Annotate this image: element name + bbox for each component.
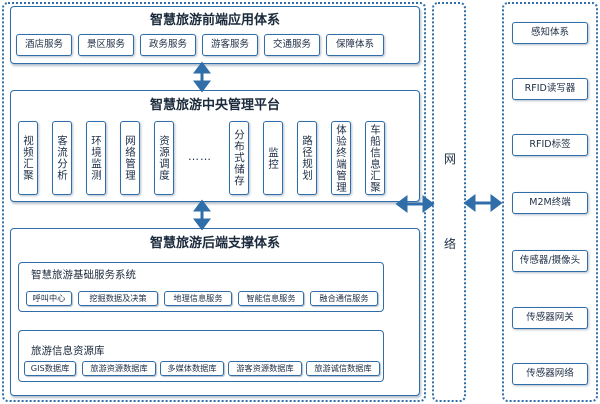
basic-item-geo-info: 地理信息服务 (164, 291, 232, 306)
perception-item-sensor-camera: 传感器/摄像头 (512, 250, 588, 272)
basic-service-title: 智慧旅游基础服务系统 (31, 269, 136, 281)
arrow-central-back (193, 199, 211, 231)
network-label-char2: 络 (444, 237, 457, 251)
front-item-tourist: 游客服务 (202, 34, 258, 56)
resource-item-multimedia: 多媒体数据库 (160, 361, 224, 376)
perception-item-sensor-net: 传感器网络 (512, 363, 588, 385)
front-system-title: 智慧旅游前端应用体系 (149, 13, 280, 28)
central-item-video: 视频汇聚 (18, 121, 38, 195)
perception-item-gateway: 传感器网关 (512, 307, 588, 329)
arrow-front-central (193, 61, 211, 93)
resource-item-visitor: 游客资源数据库 (228, 361, 302, 376)
front-item-scenic: 景区服务 (78, 34, 134, 56)
resource-item-tourism: 旅游资源数据库 (82, 361, 156, 376)
resource-item-gis: GIS数据库 (24, 361, 76, 376)
arrow-left-network (395, 195, 435, 213)
central-platform-box: 智慧旅游中央管理平台 (10, 90, 420, 202)
basic-item-call-center: 呼叫中心 (26, 291, 72, 306)
arrow-network-perception (463, 194, 503, 212)
central-item-vehicle: 车船信息汇聚 (365, 121, 385, 195)
perception-item-m2m: M2M终端 (512, 192, 588, 214)
central-item-resource: 资源调度 (154, 121, 174, 195)
central-platform-title: 智慧旅游中央管理平台 (149, 98, 280, 113)
central-item-terminal: 体验终端管理 (331, 121, 351, 195)
network-label-char1: 网 (444, 152, 457, 166)
front-item-transport: 交通服务 (264, 34, 320, 56)
central-item-monitor: 监控 (263, 121, 283, 195)
front-item-guarantee: 保障体系 (326, 34, 384, 56)
perception-item-rfid-reader: RFID读写器 (512, 78, 588, 100)
central-item-route: 路径规划 (297, 121, 317, 195)
perception-dashed-container (502, 2, 598, 402)
basic-item-data-mining: 挖掘数据及决策 (78, 291, 158, 306)
central-ellipsis: …… (188, 150, 212, 163)
back-system-title: 智慧旅游后端支撑体系 (149, 236, 280, 251)
basic-item-smart-info: 智能信息服务 (238, 291, 304, 306)
perception-item-rfid-tag: RFID标签 (512, 134, 588, 156)
central-item-network: 网络管理 (120, 121, 140, 195)
resource-item-credit: 旅游诚信数据库 (306, 361, 380, 376)
basic-item-comm: 融合通信服务 (310, 291, 378, 306)
central-item-flow: 客流分析 (52, 121, 72, 195)
perception-item-system: 感知体系 (512, 22, 588, 44)
central-item-environment: 环境监测 (86, 121, 106, 195)
central-item-storage: 分布式储存 (229, 121, 249, 195)
resource-db-title: 旅游信息资源库 (31, 345, 105, 357)
front-item-hotel: 酒店服务 (16, 34, 72, 56)
front-item-government: 政务服务 (140, 34, 196, 56)
